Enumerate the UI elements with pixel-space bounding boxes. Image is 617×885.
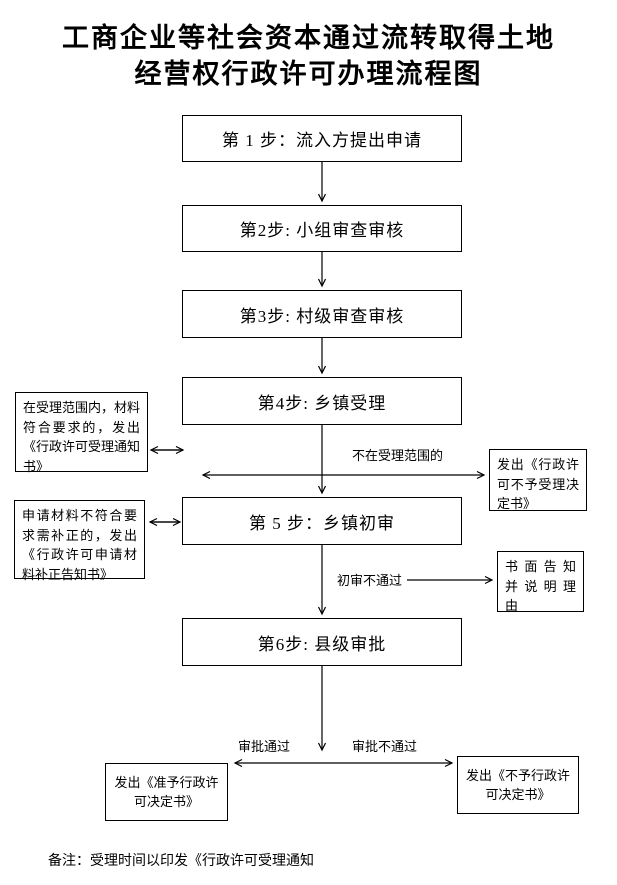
side-box-written-notice: 书 面 告 知 并 说 明 理 由 bbox=[497, 551, 584, 613]
page-title-line1: 工商企业等社会资本通过流转取得土地 bbox=[62, 23, 555, 53]
footer-note: 备注：受理时间以印发《行政许可受理通知 bbox=[48, 854, 314, 869]
side-box-non-acceptance-decision: 发出《行政许可不予受理决定书》 bbox=[489, 449, 587, 511]
step-box-2: 第2步: 小组审查审核 bbox=[182, 205, 462, 252]
side-box-acceptance-notice: 在受理范围内，材料符合要求的，发出《行政许可受理通知书》 bbox=[15, 392, 148, 474]
side-box-denial-decision: 发出《不予行政许可决定书》 bbox=[457, 756, 579, 814]
step-box-3: 第3步: 村级审查审核 bbox=[182, 290, 462, 338]
step-box-4: 第4步: 乡镇受理 bbox=[182, 377, 462, 425]
step-box-5: 第 5 步：乡镇初审 bbox=[182, 497, 462, 545]
step-box-6: 第6步: 县级审批 bbox=[182, 618, 462, 666]
page-title-line2: 经营权行政许可办理流程图 bbox=[134, 59, 483, 89]
edge-label-not-in-scope: 不在受理范围的 bbox=[352, 448, 444, 463]
side-box-correction-notice: 申请材料不符合要求需补正的，发出《行政许可申请材料补正告知书》 bbox=[14, 500, 145, 582]
edge-label-preliminary-fail: 初审不通过 bbox=[337, 573, 403, 588]
edge-label-approval-fail: 审批不通过 bbox=[352, 739, 418, 754]
step-box-1: 第 1 步：流入方提出申请 bbox=[182, 115, 462, 162]
side-box-approval-decision: 发出《准予行政许可决定书》 bbox=[105, 763, 228, 821]
edge-label-approval-pass: 审批通过 bbox=[238, 739, 291, 754]
